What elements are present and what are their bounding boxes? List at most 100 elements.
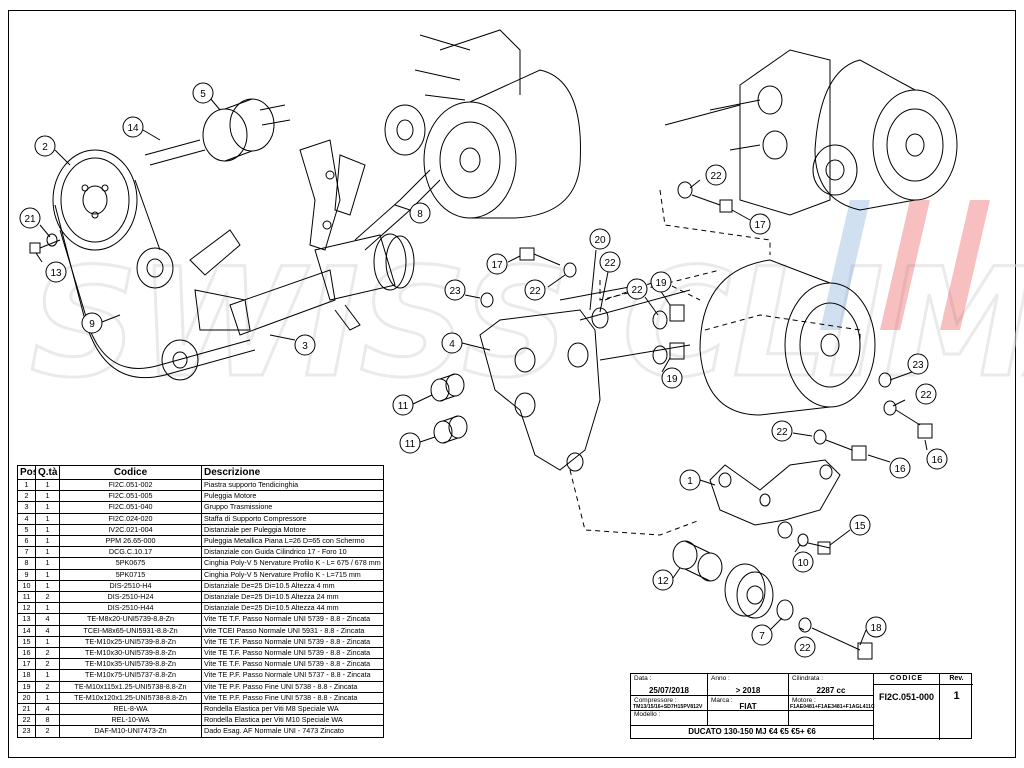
row-description: Puleggia Metallica Piana L=26 D=65 con S…	[201, 535, 384, 548]
row-description: Distanziale con Guida Cilindrico 17 - Fo…	[201, 546, 384, 559]
row-pos: 12	[17, 602, 36, 615]
model-value: DUCATO 130-150 MJ €4 €5 €5+ €6	[688, 727, 816, 736]
year-value: > 2018	[735, 686, 761, 695]
spacer-5	[202, 98, 275, 162]
row-qty: 1	[35, 546, 60, 559]
displacement-value: 2287 cc	[816, 686, 846, 695]
callout-22b: 22	[524, 274, 566, 301]
sheet-border	[8, 10, 1016, 758]
svg-text:11: 11	[405, 439, 416, 450]
row-description: Staffa di Supporto Compressore	[201, 512, 384, 525]
row-description: Vite TCEI Passo Normale UNI 5931 - 8.8 -…	[201, 624, 384, 637]
callout-4: 4	[441, 332, 491, 354]
svg-text:12: 12	[657, 576, 669, 587]
callout-18: 18	[859, 616, 887, 646]
row-code: FI2C.024-020	[59, 512, 202, 525]
callout-12: 12	[652, 567, 681, 591]
row-qty: 2	[35, 647, 60, 660]
callout-9: 9	[81, 312, 121, 334]
svg-text:22: 22	[604, 258, 616, 269]
row-pos: 4	[17, 512, 36, 525]
callout-22f: 22	[771, 420, 813, 442]
row-description: Distanziale per Puleggia Motore	[201, 523, 384, 537]
svg-text:2: 2	[42, 142, 48, 153]
callout-22c: 22	[599, 251, 621, 313]
svg-text:22: 22	[529, 286, 541, 297]
engine-label: Motore :	[792, 697, 816, 704]
callout-2: 2	[34, 135, 71, 166]
tensioner-plate-1	[709, 459, 841, 526]
brand-logo-stripes	[820, 200, 990, 330]
callout-22e: 22	[892, 383, 937, 407]
callout-8: 8	[394, 202, 431, 224]
row-qty: 1	[35, 669, 60, 682]
row-qty: 4	[35, 624, 60, 637]
row-qty: 8	[35, 714, 60, 727]
parts-table: Pos Q.tà Codice Descrizione 11FI2C.051-0…	[17, 465, 384, 738]
row-qty: 1	[35, 512, 60, 525]
row-code: DIS-2510-H4	[59, 579, 202, 593]
row-code: FI2C.051-040	[59, 501, 202, 514]
row-description: Puleggia Motore	[201, 490, 384, 503]
watermark-text: SWISS CLIMA	[30, 237, 1024, 411]
row-description: Vite TE T.F. Passo Normale UNI 5739 - 8.…	[201, 658, 384, 671]
watermark: SWISS CLIMA	[29, 236, 1024, 413]
bolt-13	[29, 233, 61, 254]
year-label: Anno :	[711, 675, 730, 682]
row-pos: 10	[17, 579, 36, 593]
bolts-14	[144, 104, 291, 166]
revision-value: 1	[953, 690, 960, 702]
callout-21: 21	[19, 207, 51, 238]
row-qty: 1	[35, 501, 60, 514]
engine-value: F1AE0481+F1AE3481+F1AGL411C	[790, 704, 875, 710]
row-code: FI2C.051-002	[59, 478, 202, 492]
row-qty: 1	[35, 602, 60, 615]
row-qty: 4	[35, 613, 60, 626]
svg-text:22: 22	[710, 171, 722, 182]
row-code: TE-M10x35-UNI5739-8.8-Zn	[59, 658, 202, 671]
row-pos: 7	[17, 546, 36, 559]
callout-19b: 19	[661, 357, 683, 389]
drawing-code-value: FI2C.051-000	[878, 692, 935, 702]
compressor-value: TM13/15/16+SD7H15PV812V	[633, 704, 703, 710]
row-qty: 1	[35, 635, 60, 649]
row-description: Cinghia Poly-V 5 Nervature Profilo K - L…	[201, 568, 384, 581]
callout-7: 7	[751, 617, 783, 646]
date-label: Data :	[634, 675, 652, 682]
svg-text:5: 5	[200, 89, 206, 100]
svg-text:11: 11	[398, 401, 409, 412]
row-pos: 3	[17, 501, 36, 514]
svg-text:9: 9	[89, 319, 95, 330]
row-description: Vite TE P.F. Passo Normale UNI 5737 - 8.…	[201, 669, 384, 682]
svg-text:15: 15	[854, 521, 866, 532]
row-pos: 20	[17, 691, 36, 705]
row-pos: 19	[17, 680, 36, 693]
header-qty: Q.tà	[35, 465, 60, 480]
svg-text:19: 19	[666, 374, 678, 385]
callout-14: 14	[122, 116, 161, 141]
callout-16a: 16	[924, 439, 948, 470]
transmission-group-3	[229, 139, 415, 336]
callout-5: 5	[192, 82, 221, 111]
row-description: Distanziale De=25 Di=10.5 Altezza 24 mm	[201, 591, 384, 604]
callout-22g: 22	[794, 627, 816, 658]
compressor-upper-right	[664, 49, 958, 216]
row-qty: 4	[35, 703, 60, 716]
svg-text:8: 8	[417, 209, 423, 220]
svg-text:16: 16	[931, 455, 943, 466]
row-qty: 1	[35, 691, 60, 705]
svg-text:13: 13	[50, 268, 62, 279]
displacement-label: Cilindrata :	[792, 675, 824, 682]
